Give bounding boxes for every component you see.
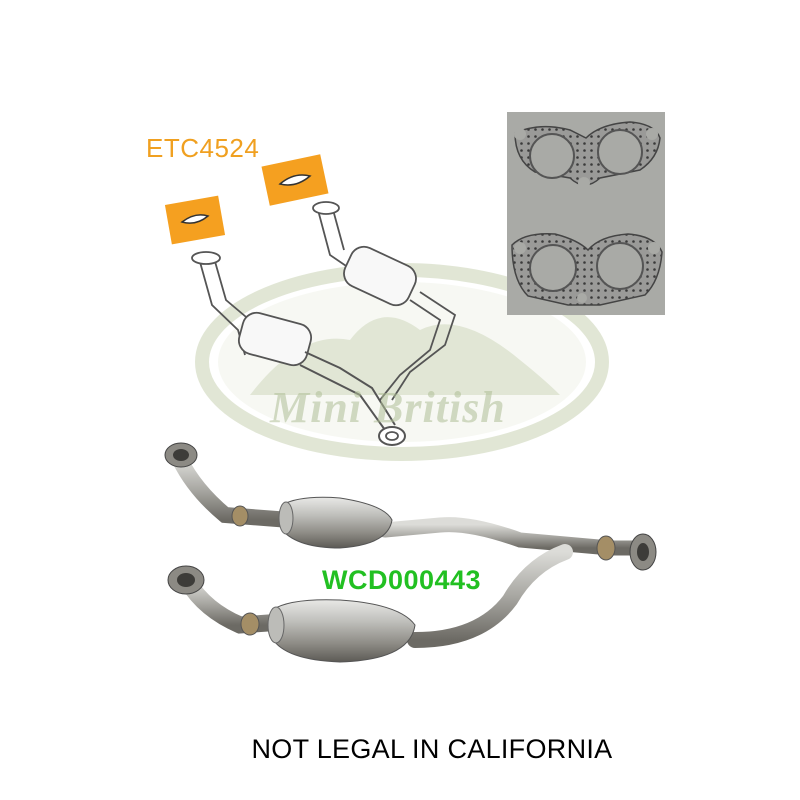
gasket-photo	[507, 112, 665, 315]
gasket-tag-left	[164, 195, 226, 245]
exhaust-gasket-bottom	[511, 232, 663, 306]
part-number-etc: ETC4524	[146, 133, 260, 163]
exhaust-gasket-top	[514, 121, 661, 189]
catalytic-converter-upper	[278, 496, 393, 549]
watermark-oval	[195, 263, 609, 461]
catalytic-converter-lower	[267, 599, 416, 663]
catalytic-converter-photo	[164, 442, 657, 663]
legal-notice: NOT LEGAL IN CALIFORNIA	[251, 734, 613, 764]
exhaust-diagram-drawing	[191, 201, 457, 446]
pipe-flanges	[164, 442, 657, 636]
part-number-wcd: WCD000443	[322, 565, 482, 595]
watermark-brand-text: Mini British	[270, 383, 506, 432]
gasket-tag-right	[261, 154, 329, 206]
